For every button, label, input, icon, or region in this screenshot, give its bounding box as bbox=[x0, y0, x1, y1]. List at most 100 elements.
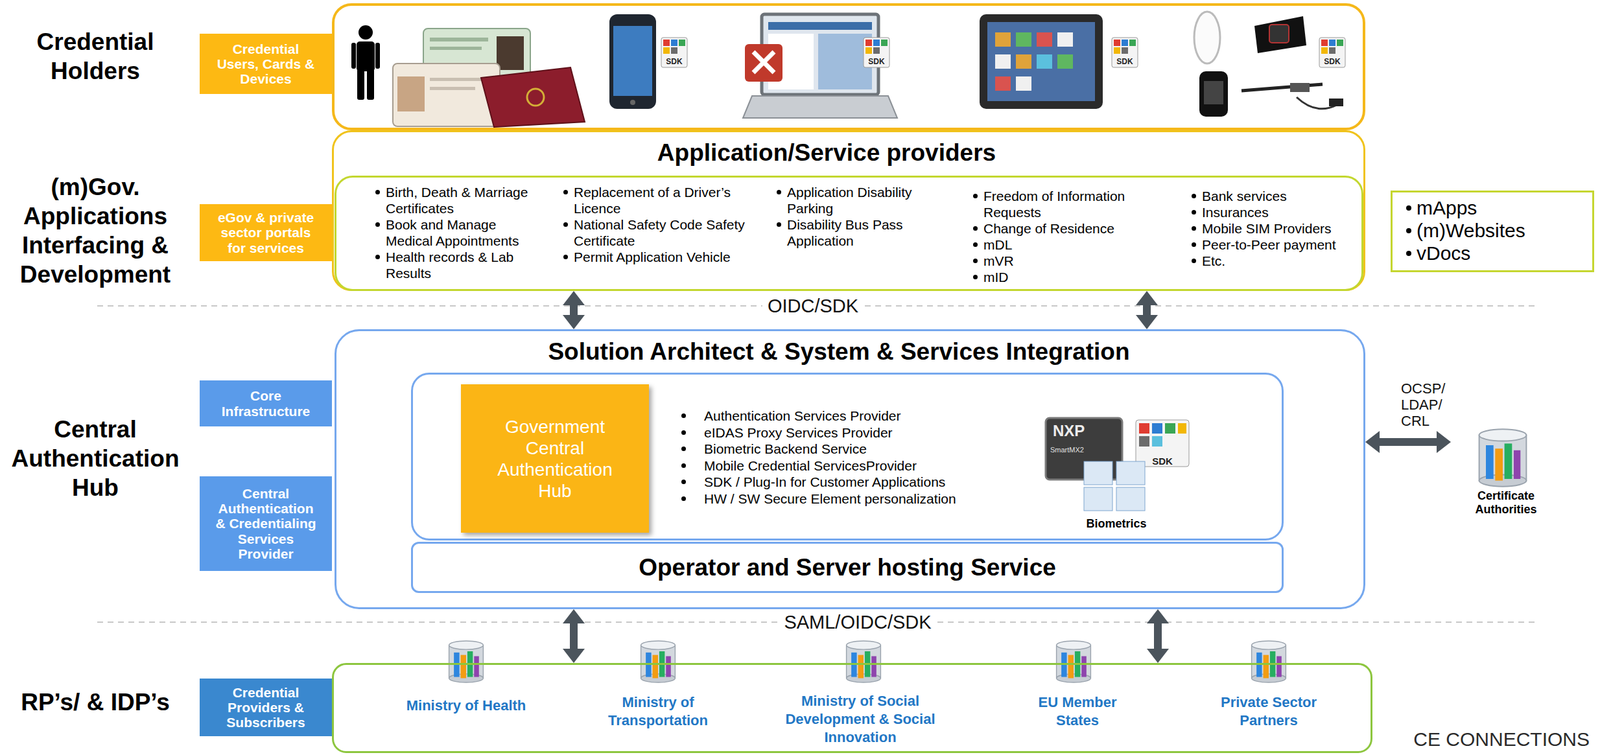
database-icon bbox=[1479, 429, 1527, 487]
bullet-dot bbox=[776, 222, 782, 227]
node-text: Certificate Authorities bbox=[1457, 489, 1555, 517]
app-tile bbox=[1036, 32, 1053, 47]
bullet-dot bbox=[681, 430, 686, 436]
charger bbox=[1329, 98, 1344, 107]
list-text: Book and Manage Medical Appointments bbox=[385, 216, 539, 249]
bullet-dot bbox=[681, 446, 686, 452]
glasses-module bbox=[1290, 82, 1310, 93]
smart-glasses bbox=[1241, 84, 1323, 91]
list-text: National Safety Code Safety Certificate bbox=[573, 216, 746, 249]
sdk-tile bbox=[1321, 39, 1328, 47]
node-text: Application/Service providers bbox=[657, 139, 996, 167]
app-tile bbox=[1015, 32, 1032, 47]
brand-tagline: CE CONNECTIONS bbox=[1413, 728, 1590, 751]
bullet-dot bbox=[563, 189, 568, 195]
sdk-box bbox=[1111, 37, 1138, 68]
app-tile bbox=[1036, 54, 1053, 69]
node-text: Ministry of Health bbox=[391, 696, 541, 716]
bullet-dot bbox=[1191, 193, 1197, 199]
list-item: Replacement of a Driver’s Licence bbox=[573, 184, 746, 217]
bullet-dot bbox=[973, 193, 978, 199]
tablet bbox=[979, 14, 1103, 109]
sdk-tile bbox=[881, 39, 888, 47]
double-arrow-connector bbox=[569, 305, 578, 316]
sdk-icon bbox=[1319, 37, 1346, 68]
text-column: Authentication Services ProvidereIDAS Pr… bbox=[704, 407, 957, 507]
service-providers-box: Application/Service providersBirth, Deat… bbox=[331, 130, 1366, 292]
row-title: Credential Holders bbox=[2, 27, 189, 86]
list-text: eIDAS Proxy Services Provider bbox=[704, 424, 957, 442]
laptop-base bbox=[742, 95, 898, 118]
app-tile bbox=[1057, 54, 1073, 69]
sdk-tile bbox=[1152, 436, 1163, 447]
list-item: vDocs bbox=[1416, 241, 1586, 265]
category-tag: Credential Users, Cards & Devices bbox=[199, 33, 332, 95]
protocol-label: OIDC/SDK bbox=[762, 295, 864, 318]
list-item: Disability Bus Pass Application bbox=[787, 216, 937, 249]
list-item: Book and Manage Medical Appointments bbox=[385, 216, 539, 249]
bullet-dot bbox=[681, 413, 686, 419]
text-wrap: Private Sector Partners bbox=[1215, 693, 1323, 730]
id-card bbox=[392, 63, 500, 127]
sdk-tile bbox=[1121, 47, 1129, 54]
label-wrap: NXP bbox=[1052, 422, 1085, 441]
sdk-tile bbox=[678, 39, 686, 47]
icon-label: SDK bbox=[1116, 57, 1133, 67]
text-wrap: Ministry of Transportation bbox=[601, 693, 716, 730]
icon-label: SDK bbox=[868, 57, 885, 67]
list-text: Mobile Credential ServicesProvider bbox=[704, 457, 957, 475]
bullet-dot bbox=[1191, 226, 1197, 231]
card-line bbox=[429, 46, 482, 50]
category-tag: Central Authentication & Credentialing S… bbox=[199, 476, 332, 572]
text-column: Replacement of a Driver’s LicenceNationa… bbox=[573, 184, 746, 266]
list-item: Health records & Lab Results bbox=[385, 248, 539, 282]
hub-title: Government Central Authentication Hub bbox=[490, 416, 620, 502]
biometric-module bbox=[1083, 461, 1113, 485]
icon-label: SDK bbox=[1152, 455, 1173, 467]
list-text: (m)Websites bbox=[1416, 219, 1586, 242]
person-arm bbox=[351, 42, 356, 69]
sdk-box bbox=[1319, 37, 1346, 68]
node-text: Ministry of Transportation bbox=[601, 693, 716, 730]
text-wrap: Ministry of Social Development & Social … bbox=[782, 692, 939, 747]
bullet-dot bbox=[973, 258, 978, 264]
row-title: RP’s/ & IDP’s bbox=[2, 687, 189, 718]
list-item: mDL bbox=[983, 236, 1133, 253]
sdk-tile bbox=[663, 47, 670, 54]
bullet-dot bbox=[1406, 228, 1412, 234]
label-wrap: SmartMX2 bbox=[1050, 446, 1084, 454]
sdk-tile bbox=[1177, 423, 1187, 434]
tool-icon bbox=[744, 44, 783, 82]
list-item: Change of Residence bbox=[983, 220, 1133, 237]
text-column: Birth, Death & Marriage CertificatesBook… bbox=[385, 184, 539, 282]
list-item: Authentication Services Provider bbox=[704, 407, 957, 425]
text-column: mApps(m)WebsitesvDocs bbox=[1416, 196, 1586, 265]
person-arm bbox=[375, 42, 380, 69]
label-wrap: SDK bbox=[1323, 57, 1341, 67]
sdk-box bbox=[863, 37, 890, 68]
row-title: Central Authentication Hub bbox=[2, 414, 189, 503]
biometric-module bbox=[1116, 487, 1145, 511]
tag-text: Credential Providers & Subscribers bbox=[212, 685, 320, 730]
window-bar bbox=[768, 22, 872, 30]
sdk-tile bbox=[1329, 47, 1336, 54]
card-line bbox=[429, 77, 482, 82]
text-column: Bank servicesInsurancesMobile SIM Provid… bbox=[1201, 188, 1358, 270]
double-arrow-connector bbox=[569, 623, 578, 649]
app-tile bbox=[995, 76, 1011, 91]
text-wrap: Biometrics bbox=[1064, 517, 1169, 531]
sdk-icon bbox=[661, 37, 688, 68]
sdk-tile bbox=[1321, 47, 1328, 54]
list-item: mApps bbox=[1416, 196, 1586, 220]
list-text: Freedom of Information Requests bbox=[983, 188, 1133, 221]
sdk-tile bbox=[1121, 39, 1129, 47]
tool-icon-mark bbox=[753, 51, 775, 73]
sdk-tile bbox=[865, 47, 872, 54]
app-tile bbox=[995, 54, 1011, 69]
node-text: Biometrics bbox=[1064, 517, 1169, 531]
node-text: EU Member States bbox=[1024, 693, 1132, 730]
list-item: Application Disability Parking bbox=[787, 184, 937, 217]
list-item: Biometric Backend Service bbox=[704, 440, 957, 458]
person-head bbox=[358, 25, 373, 40]
list-item: SDK / Plug-In for Customer Applications bbox=[704, 473, 957, 491]
